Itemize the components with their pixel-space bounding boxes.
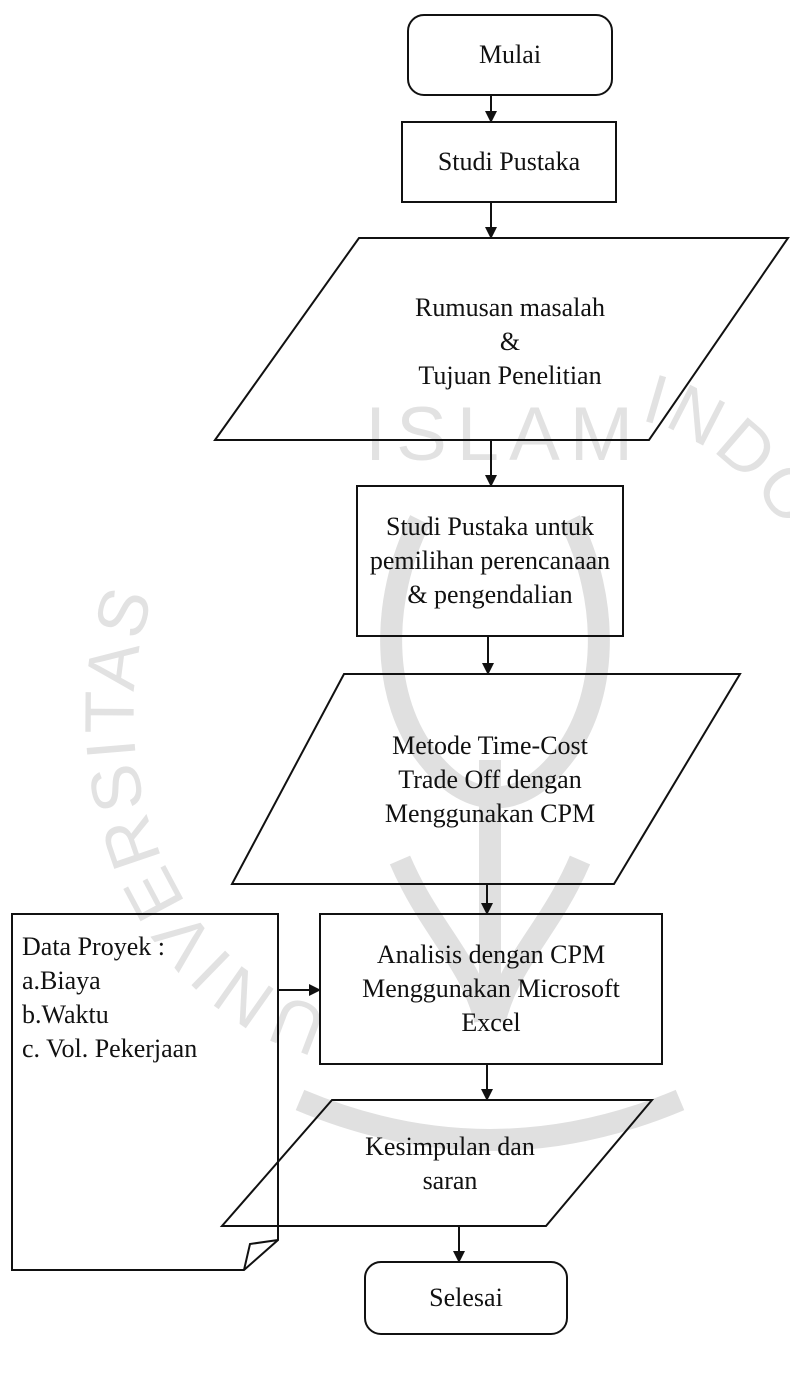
project-data-node: Data Proyek : a.Biaya b.Waktu c. Vol. Pe…: [22, 930, 278, 1110]
start-terminator: [407, 14, 613, 96]
project-data-document-fold: [243, 1239, 279, 1271]
analysis-line2: Menggunakan Microsoft: [362, 974, 620, 1003]
project-data-line4: c. Vol. Pekerjaan: [22, 1034, 198, 1063]
end-node: Selesai: [365, 1262, 567, 1334]
method-node: Metode Time-Cost Trade Off dengan Menggu…: [290, 720, 690, 840]
method-shape: [230, 673, 742, 885]
project-data-document: [11, 913, 279, 1271]
problem-formulation-node: Rumusan masalah & Tujuan Penelitian: [300, 282, 720, 402]
analysis-line3: Excel: [461, 1008, 521, 1037]
conclusion-node: Kesimpulan dan saran: [290, 1112, 610, 1216]
literature-study-box: [401, 121, 617, 203]
project-data-line3: b.Waktu: [22, 1000, 109, 1029]
problem-formulation-line1: Rumusan masalah: [415, 293, 605, 322]
method-selection-study-line2: pemilihan perencanaan: [369, 546, 611, 575]
method-line1: Metode Time-Cost: [392, 731, 588, 760]
problem-formulation-line3: Tujuan Penelitian: [418, 361, 602, 390]
start-node: Mulai: [408, 15, 612, 95]
end-terminator: [364, 1261, 568, 1335]
conclusion-line1: Kesimpulan dan: [365, 1132, 535, 1161]
method-selection-study-line1: Studi Pustaka untuk: [385, 512, 594, 541]
analysis-box: [319, 913, 663, 1065]
problem-formulation-shape: [213, 237, 790, 441]
literature-study-label: Studi Pustaka: [437, 147, 581, 176]
start-label: Mulai: [478, 40, 542, 69]
method-selection-study-node: Studi Pustaka untuk pemilihan perencanaa…: [357, 486, 623, 636]
problem-formulation-line2: &: [499, 327, 521, 356]
method-selection-study-line3: & pengendalian: [407, 580, 573, 609]
method-line2: Trade Off dengan: [398, 765, 582, 794]
analysis-node: Analisis dengan CPM Menggunakan Microsof…: [320, 914, 662, 1064]
project-data-line1: Data Proyek :: [22, 932, 165, 961]
conclusion-shape: [219, 1099, 655, 1227]
analysis-line1: Analisis dengan CPM: [376, 940, 606, 969]
end-label: Selesai: [429, 1283, 503, 1312]
project-data-line2: a.Biaya: [22, 966, 101, 995]
literature-study-node: Studi Pustaka: [402, 122, 616, 202]
watermark-top-text: ISLAM: [365, 392, 643, 477]
method-line3: Menggunakan CPM: [384, 799, 596, 828]
conclusion-line2: saran: [422, 1166, 478, 1195]
method-selection-study-box: [356, 485, 624, 637]
